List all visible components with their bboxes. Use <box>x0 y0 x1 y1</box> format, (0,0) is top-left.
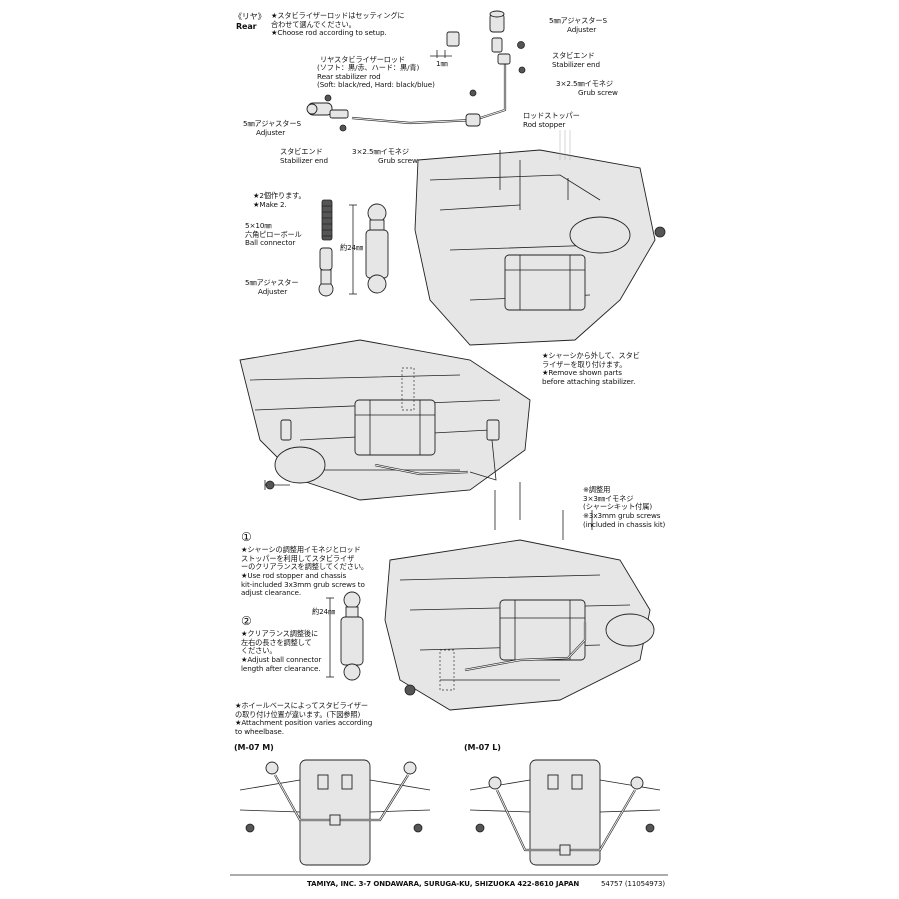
grub-screw-label-en: Grub screw <box>578 88 618 97</box>
adjuster-left-label-jp: 5㎜アジャスターS <box>243 119 301 128</box>
rod-choice-note-en: ★Choose rod according to setup. <box>271 28 387 37</box>
grub-screw-left-label-en: Grub screw <box>378 156 418 165</box>
rod-label-en: Rear stabilizer rod <box>317 72 381 81</box>
adjuster-s-part <box>430 10 525 58</box>
chassis-illustration-2 <box>239 339 531 501</box>
adjuster-left-label-en: Adjuster <box>256 128 286 137</box>
step1-text-jp: ★シャーシの調整用イモネジとロッド ストッパーを利用してスタビライザ ーのクリア… <box>241 545 369 572</box>
rod-label-jp: リヤスタビライザーロッド <box>320 55 406 64</box>
adjust-grub-note-jp: ※調整用 3×3㎜イモネジ (シャーシキット付属) <box>583 485 653 512</box>
wheelbase-note-en: ★Attachment position varies according to… <box>235 718 373 736</box>
ball-connector-label-en: Ball connector <box>245 238 296 247</box>
ball-connector-illustration <box>318 199 389 297</box>
footer-company: TAMIYA, INC. 3-7 ONDAWARA, SURUGA-KU, SH… <box>307 880 580 888</box>
make-two-en: ★Make 2. <box>253 200 287 209</box>
wheelbase-note-jp: ★ホイールベースによってスタビライザー の取り付け位置が違います。(下図参照) <box>235 701 368 719</box>
grub-screw-left-label-jp: 3×2.5㎜イモネジ <box>352 147 409 156</box>
step1-number: ① <box>241 530 252 544</box>
make-two-jp: ★2個作ります。 <box>253 191 306 200</box>
variant-m07l-label: (M-07 L) <box>464 743 501 752</box>
stab-end-label-en: Stabilizer end <box>552 60 600 69</box>
rear-title-jp: 《リヤ》 <box>234 12 266 21</box>
chassis-illustration-1 <box>414 130 666 346</box>
adjuster-label-en: Adjuster <box>258 287 288 296</box>
rod-stopper-label-en: Rod stopper <box>523 120 566 129</box>
grub-screw-label-jp: 3×2.5㎜イモネジ <box>556 79 613 88</box>
stab-end-left-label-jp: スタビエンド <box>280 147 323 156</box>
adjuster-s-label-en: Adjuster <box>567 25 597 34</box>
remove-parts-note-en: ★Remove shown parts before attaching sta… <box>542 368 636 386</box>
variant-m07m-label: (M-07 M) <box>234 743 274 752</box>
connector-length-label: 約24㎜ <box>340 243 364 252</box>
footer-code: 54757 (11054973) <box>601 880 665 888</box>
adjuster-s-label-jp: 5㎜アジャスターS <box>549 16 607 25</box>
adjust-grub-note-en: ※3x3mm grub screws (included in chassis … <box>583 511 666 529</box>
m07l-diagram <box>469 759 661 866</box>
rear-title-en: Rear <box>236 22 257 31</box>
chassis-illustration-3 <box>384 482 655 711</box>
step2-text-jp: ★クリアランス調整後に 左右の長さを調整して ください。 <box>241 629 319 656</box>
rear-stabilizer-rod <box>306 53 526 132</box>
adjuster-label-jp: 5㎜アジャスター <box>245 278 299 287</box>
step2-number: ② <box>241 614 252 628</box>
step1-text-en: ★Use rod stopper and chassis kit-include… <box>241 571 365 598</box>
rod-choice-note-jp: ★スタビライザーロッドはセッティングに 合わせて選んでください。 <box>271 11 405 29</box>
remove-parts-note-jp: ★シャーシから外して、スタビ ライザーを取り付けます。 <box>542 351 640 369</box>
dimension-1mm: 1㎜ <box>436 59 448 68</box>
ball-connector-label-jp: 5×10㎜ 六角ピローボール <box>245 221 302 239</box>
rod-label-en-variants: (Soft: black/red, Hard: black/blue) <box>317 80 435 89</box>
step2-connector-illustration <box>326 591 364 681</box>
step2-text-en: ★Adjust ball connector length after clea… <box>241 655 322 673</box>
step2-length-label: 約24㎜ <box>312 607 336 616</box>
stab-end-label-jp: スタビエンド <box>552 51 595 60</box>
m07m-diagram <box>239 759 431 866</box>
rod-stopper-label-jp: ロッドストッパー <box>523 111 580 120</box>
rod-label-jp-variants: (ソフト：黒/赤、ハード：黒/青) <box>317 63 420 72</box>
stab-end-left-label-en: Stabilizer end <box>280 156 328 165</box>
